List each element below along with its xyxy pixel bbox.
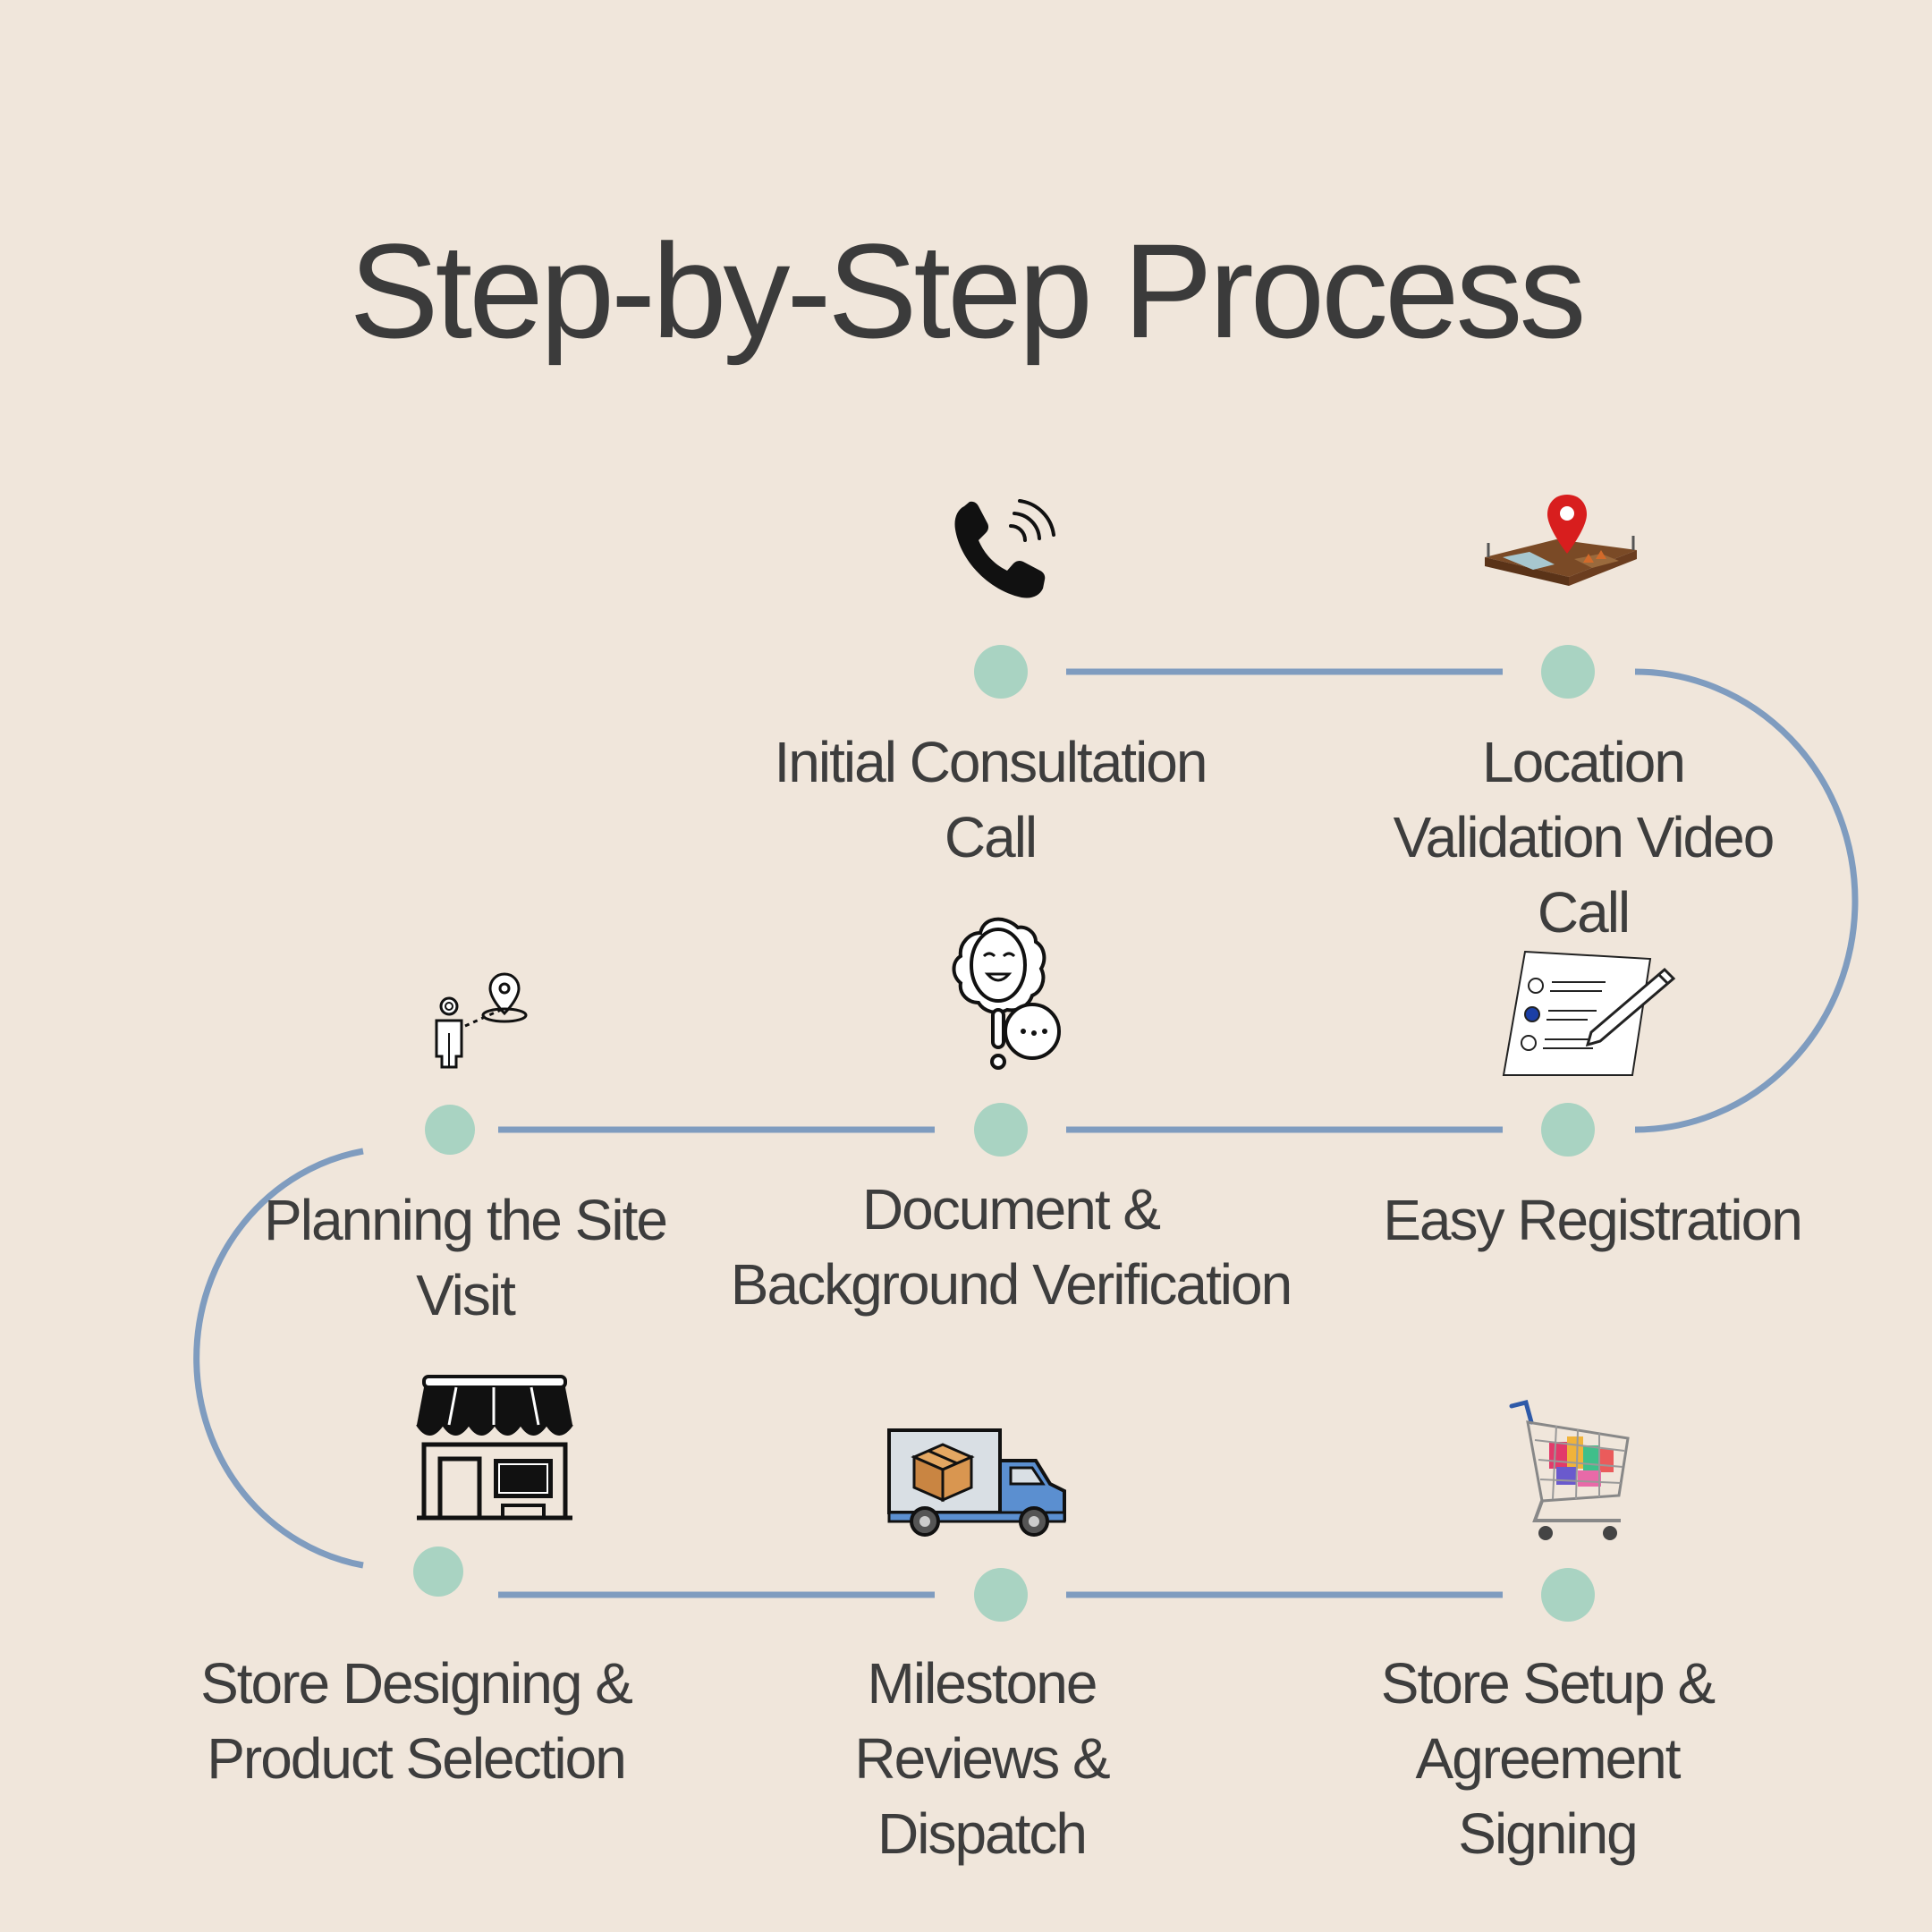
step-node-1 (974, 645, 1028, 699)
page-title: Step-by-Step Process (349, 216, 1587, 366)
step-label-store-designing: Store Designing & Product Selection (200, 1651, 633, 1791)
registration-form-icon (1502, 950, 1676, 1076)
step-label-milestone-reviews: Milestone Reviews & Dispatch (854, 1651, 1110, 1866)
step-node-6 (413, 1546, 463, 1597)
step-label-store-setup: Store Setup & Agreement Signing (1380, 1651, 1716, 1866)
step-node-3 (1541, 1103, 1595, 1157)
connector-2-3 (1634, 668, 1859, 1133)
phone-icon (954, 499, 1055, 598)
step-node-8 (1541, 1568, 1595, 1622)
verification-icon (952, 917, 1061, 1070)
step-label-planning-site-visit: Planning the Site Visit (264, 1188, 668, 1327)
delivery-truck-icon (887, 1428, 1066, 1537)
site-visit-icon (435, 972, 528, 1069)
step-label-easy-registration: Easy Registration (1383, 1188, 1803, 1252)
step-node-4 (974, 1103, 1028, 1157)
storefront-icon (416, 1375, 573, 1521)
step-node-2 (1541, 645, 1595, 699)
step-node-5 (425, 1105, 475, 1155)
step-label-document-verification: Document & Background Verification (730, 1177, 1292, 1317)
step-node-7 (974, 1568, 1028, 1622)
step-label-initial-consultation: Initial Consultation Call (774, 730, 1208, 869)
location-map-icon (1485, 495, 1637, 586)
shopping-cart-icon (1509, 1399, 1630, 1540)
connector-5-6 (193, 1148, 364, 1569)
step-label-location-validation: Location Validation Video Call (1393, 730, 1775, 945)
